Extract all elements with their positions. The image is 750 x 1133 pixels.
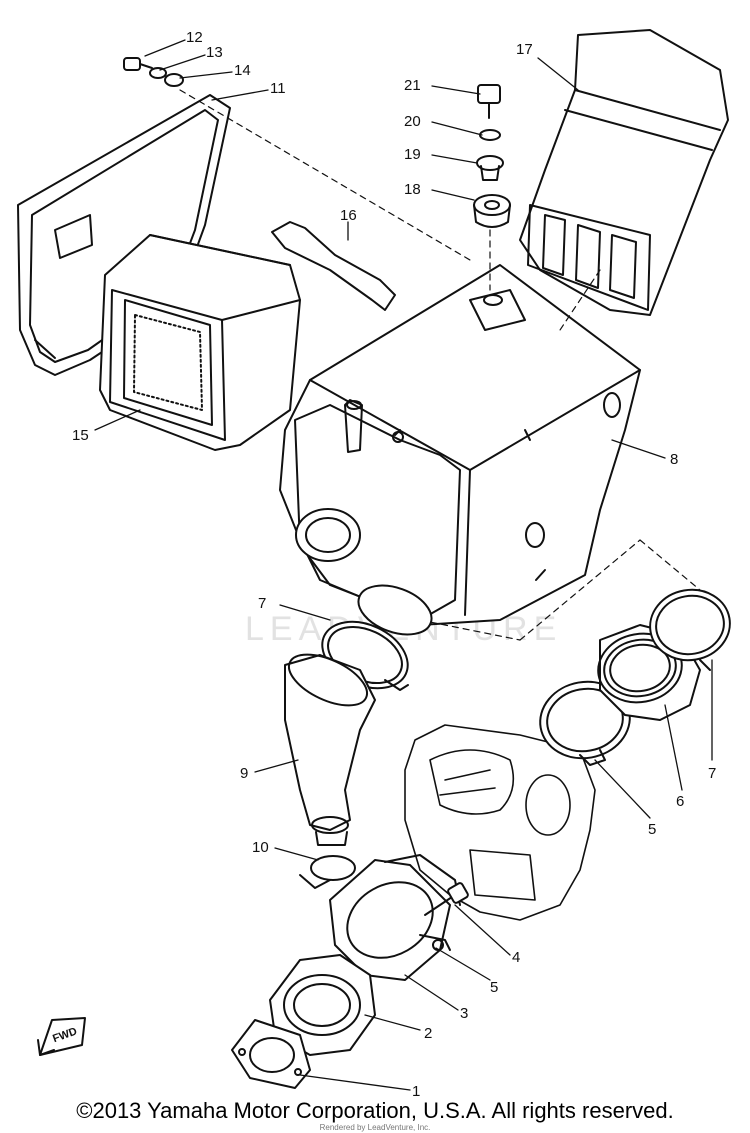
callout-8: 8 [670,451,678,468]
part-17-intake-duct [519,29,729,316]
part-5-clamp-lower [419,934,451,951]
part-20-washer [479,129,501,141]
copyright-notice: ©2013 Yamaha Motor Corporation, U.S.A. A… [76,1098,674,1123]
forward-arrow-icon: FWD [37,1017,86,1056]
part-8-airbox-case [279,264,641,626]
part-14-washer [164,73,184,87]
part-12-screw [123,57,153,71]
part-13-washer [149,67,167,79]
leader-lines [94,39,713,1091]
callout-2: 2 [424,1025,432,1042]
part-9-joint [284,653,376,846]
part-15-air-filter [99,234,301,451]
callout-7-right: 7 [708,765,716,782]
callout-16: 16 [340,207,357,224]
callout-6: 6 [676,793,684,810]
callout-13: 13 [206,44,223,61]
part-4-bolt [424,882,469,916]
callout-11: 11 [270,80,286,97]
part-1-gasket [231,1019,311,1089]
part-10-clamp [299,855,356,889]
airbox-joint-ring [357,584,433,636]
part-19-collar [476,155,504,181]
callout-7-left: 7 [258,595,266,612]
rendered-by-note: Rendered by LeadVenture, Inc. [319,1123,431,1132]
callout-20: 20 [404,113,421,130]
callout-5-upper: 5 [648,821,656,838]
callout-14: 14 [234,62,251,79]
callout-12: 12 [186,29,203,46]
callout-21: 21 [404,77,421,94]
part-21-bolt [477,84,501,119]
part-16-strap [271,221,396,311]
callout-5-lower: 5 [490,979,498,996]
callout-9: 9 [240,765,248,782]
engine-carburetor [404,724,596,921]
callout-19: 19 [404,146,421,163]
callout-1: 1 [412,1083,420,1100]
part-18-grommet [473,194,511,228]
callout-18: 18 [404,181,421,198]
lead-lines [179,89,701,641]
callout-17: 17 [516,41,533,58]
callout-15: 15 [72,427,89,444]
part-5-clamp-upper [539,680,631,766]
part-7-clamp-right [649,588,731,671]
callout-4: 4 [512,949,520,966]
callout-3: 3 [460,1005,468,1022]
callout-10: 10 [252,839,269,856]
